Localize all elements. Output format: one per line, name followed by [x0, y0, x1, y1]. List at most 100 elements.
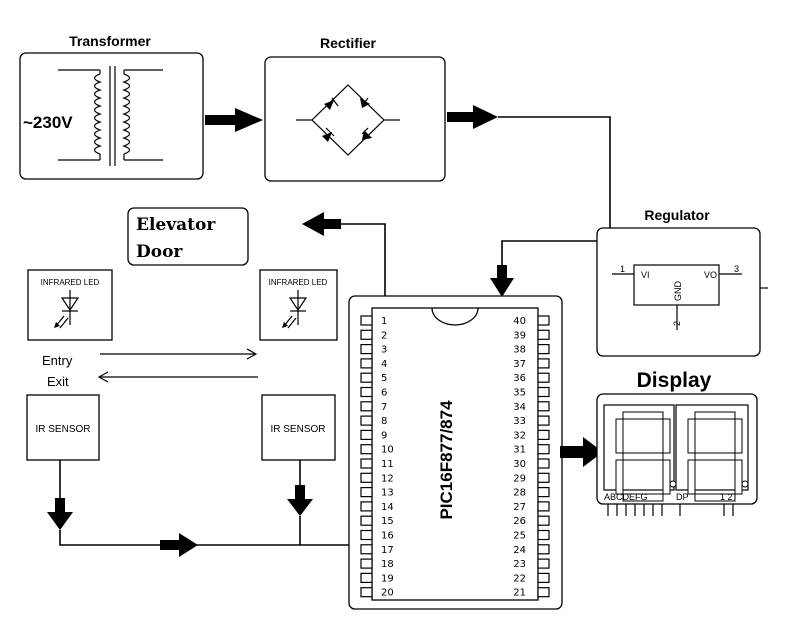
mcu-pin-number: 35	[513, 388, 526, 399]
decimal-point	[741, 480, 749, 488]
mcu-pin-number: 3	[381, 345, 387, 356]
mcu-pin	[360, 401, 373, 412]
mcu-pin-number: 38	[513, 345, 526, 356]
display-segment	[662, 418, 671, 454]
ir-sensor-right	[261, 394, 336, 461]
mcu-pin	[360, 386, 373, 398]
mcu-pin-number: 30	[513, 459, 526, 470]
mcu-pin-number: 26	[513, 516, 526, 527]
arrow-head	[235, 108, 263, 132]
seven-segment-digit-2	[687, 411, 749, 502]
display-segment	[662, 459, 671, 495]
door-wire	[340, 223, 386, 296]
infrared-led-label: INFRARED LED	[269, 278, 328, 287]
mcu-pin	[360, 372, 373, 383]
mcu-pin-number: 25	[513, 531, 526, 542]
mcu-pin-number: 8	[381, 416, 387, 427]
mcu-pin	[537, 558, 550, 569]
mcu-pin	[360, 444, 373, 455]
display-segment	[734, 418, 743, 454]
voltage-label: ~230V	[23, 113, 73, 132]
mcu-pin	[537, 529, 550, 541]
infrared-led-right: INFRARED LED	[259, 269, 338, 341]
mcu-pin-number: 6	[381, 388, 387, 399]
mcu-pin-number: 33	[513, 416, 526, 427]
mcu-pin	[537, 329, 550, 340]
arrow-shaft	[295, 485, 305, 499]
arrow-shaft	[55, 498, 65, 512]
entry-arrow-head	[246, 348, 258, 360]
vcc-wire	[501, 240, 597, 265]
mcu-pin-number: 18	[381, 559, 394, 570]
display-segment	[622, 452, 664, 461]
mcu-pin	[537, 587, 550, 598]
mcu-pin	[360, 572, 373, 584]
mcu-pin	[360, 429, 373, 440]
display-segment	[615, 459, 624, 495]
regulator-gnd-label: GND	[673, 281, 683, 302]
mcu-pin-number: 5	[381, 373, 387, 384]
mcu-pin-number: 14	[381, 502, 394, 513]
exit-arrow-head	[97, 371, 109, 383]
mcu-pin	[360, 458, 373, 469]
display-box	[596, 393, 758, 505]
microcontroller-name: PIC16F877/874	[437, 400, 456, 520]
microcontroller-chip	[371, 307, 539, 601]
mcu-pin	[537, 344, 550, 355]
mcu-pin	[360, 329, 373, 340]
display-segment	[687, 459, 696, 495]
mcu-pin-number: 23	[513, 559, 526, 570]
mcu-pin-number: 32	[513, 430, 526, 441]
mcu-pin	[360, 544, 373, 555]
mcu-pin	[537, 515, 550, 526]
digit-frame-2	[675, 404, 749, 491]
infrared-led-left: INFRARED LED	[27, 269, 113, 341]
power-wire	[498, 116, 611, 230]
mcu-pin-number: 11	[381, 459, 394, 470]
display-segment	[622, 493, 664, 502]
mcu-pin	[360, 415, 373, 426]
segments-label: ABCDEFG	[604, 492, 648, 502]
display-segment	[694, 493, 736, 502]
infrared-led-label: INFRARED LED	[41, 278, 100, 287]
mcu-pin	[360, 515, 373, 526]
mcu-pin	[537, 429, 550, 440]
mcu-pin-number: 31	[513, 445, 526, 456]
mcu-pin-number: 36	[513, 373, 526, 384]
arrow-shaft	[447, 112, 473, 122]
regulator-box	[596, 227, 761, 357]
sensor-bus-wire	[59, 530, 350, 546]
regulator-vo-label: VO	[704, 270, 717, 280]
ir-sensor-label: IR SENSOR	[35, 424, 90, 435]
mcu-pin-number: 24	[513, 545, 526, 556]
display-segment	[687, 418, 696, 454]
arrow-shaft	[497, 265, 507, 278]
mcu-pin	[360, 487, 373, 498]
mcu-pin	[360, 587, 373, 598]
regulator-pin-2: 2	[672, 321, 682, 326]
mcu-pin-number: 10	[381, 445, 394, 456]
arrow-head	[287, 499, 313, 516]
mcu-pin-number: 19	[381, 573, 394, 584]
rectifier-title: Rectifier	[320, 35, 377, 51]
mcu-pin-number: 1	[381, 316, 387, 327]
mcu-pin	[537, 487, 550, 498]
mcu-pin-number: 16	[381, 531, 394, 542]
mcu-pin-number: 29	[513, 473, 526, 484]
display-segment	[694, 411, 736, 420]
mcu-pin	[537, 415, 550, 426]
mcu-pin-number: 12	[381, 473, 394, 484]
arrow-head	[490, 278, 514, 297]
transformer-symbol	[58, 66, 163, 166]
arrow-head	[179, 533, 198, 557]
mcu-pin-number: 22	[513, 573, 526, 584]
mcu-pin-number: 21	[513, 588, 526, 599]
arrow-head	[473, 105, 498, 129]
mcu-pin	[360, 344, 373, 355]
mcu-pin-number: 28	[513, 488, 526, 499]
regulator-pin-1: 1	[620, 264, 625, 274]
mcu-pin	[537, 386, 550, 398]
mcu-pin-number: 37	[513, 359, 526, 370]
